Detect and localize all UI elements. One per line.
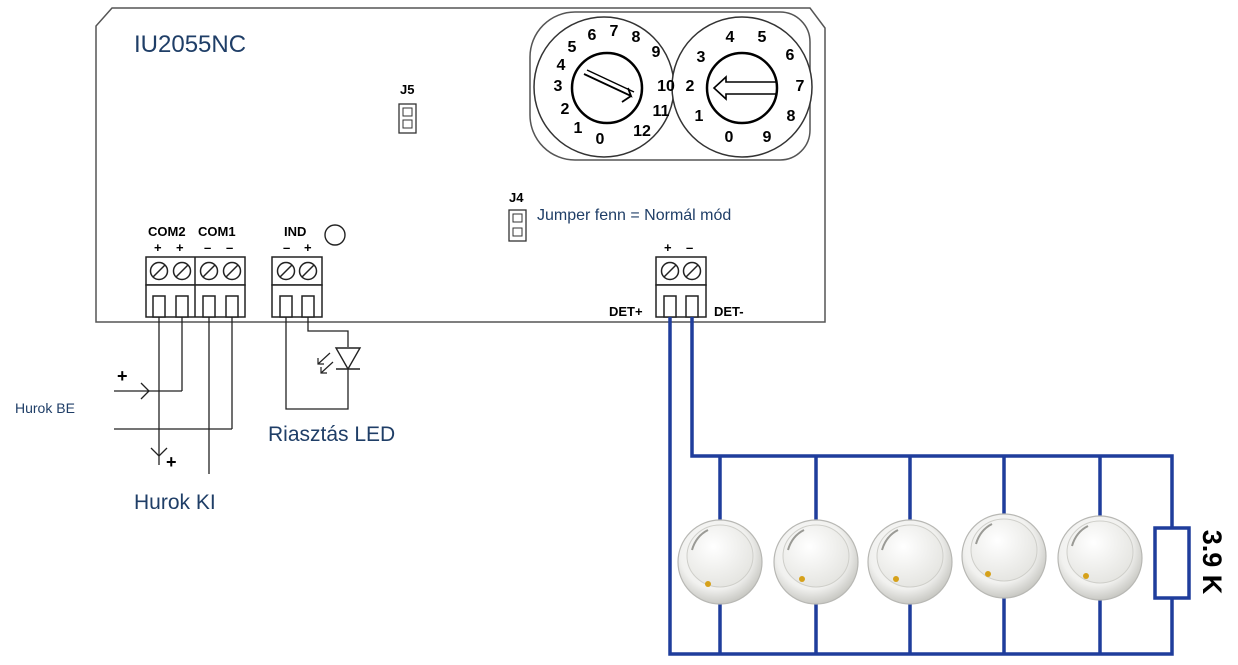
dial-right-num: 7: [796, 78, 805, 95]
jumper-j5[interactable]: [398, 103, 417, 134]
smoke-detector-icon: [1057, 515, 1143, 601]
resistor-value-label: 3.9 K: [1197, 530, 1227, 595]
smoke-detectors: [677, 513, 1143, 605]
dial-right-num: 4: [726, 29, 735, 46]
polarity-sign: –: [226, 240, 233, 255]
dial-left-num: 4: [557, 57, 566, 74]
smoke-detector-icon: [961, 513, 1047, 599]
loop-in-label: Hurok BE: [15, 400, 75, 416]
dial-left-num: 2: [561, 101, 570, 118]
loop-in-plus-sign: +: [117, 366, 128, 386]
terminal-block-ind[interactable]: [271, 256, 323, 318]
led-wiring: [285, 317, 349, 410]
dial-right-num: 9: [763, 129, 772, 146]
loop-wiring: [114, 317, 233, 474]
alarm-led-label: Riasztás LED: [268, 423, 395, 446]
polarity-sign: +: [304, 240, 312, 255]
terminal-det-plus-label: DET+: [609, 304, 643, 319]
detector-loop-wiring: [668, 317, 1174, 656]
dial-right-num: 8: [787, 108, 796, 125]
jumper-mode-note: Jumper fenn = Normál mód: [537, 207, 731, 224]
jumper-j4[interactable]: [508, 209, 527, 242]
eol-resistor: [1153, 526, 1191, 600]
terminal-det-minus-label: DET-: [714, 304, 744, 319]
terminal-ind-label: IND: [284, 224, 306, 239]
terminal-com1-label: COM1: [198, 224, 236, 239]
terminal-com2-label: COM2: [148, 224, 186, 239]
dial-left-num: 10: [657, 78, 675, 95]
smoke-detector-icon: [867, 519, 953, 605]
smoke-detector-icon: [677, 519, 763, 605]
dial-right-num: 3: [697, 49, 706, 66]
polarity-sign: +: [154, 240, 162, 255]
device-model-title: IU2055NC: [134, 31, 246, 58]
polarity-sign: –: [204, 240, 211, 255]
dial-left-num: 6: [588, 27, 597, 44]
dial-left-num: 11: [653, 103, 670, 120]
dial-left-num: 12: [633, 123, 651, 140]
indicator-led-hole: [324, 224, 346, 246]
polarity-sign: –: [686, 240, 693, 255]
dial-left-num: 9: [652, 44, 661, 61]
led-diode-icon: [317, 347, 362, 374]
smoke-detector-icon: [773, 519, 859, 605]
jumper-j4-label: J4: [509, 190, 524, 205]
dial-right-num: 1: [695, 108, 704, 125]
terminal-block-com[interactable]: [145, 256, 246, 318]
dial-right-num: 5: [758, 29, 767, 46]
dial-right-num: 6: [786, 47, 795, 64]
jumper-j5-label: J5: [400, 82, 414, 97]
rotary-dial-left[interactable]: [570, 51, 644, 125]
rotary-dial-right[interactable]: [705, 51, 779, 125]
loop-out-label: Hurok KI: [134, 491, 216, 514]
loop-out-plus-sign: +: [166, 452, 177, 472]
polarity-sign: +: [664, 240, 672, 255]
dial-left-num: 3: [554, 78, 563, 95]
dial-right-num: 0: [725, 129, 734, 146]
dial-left-num: 1: [574, 120, 583, 137]
dial-left-num: 8: [632, 29, 641, 46]
polarity-sign: –: [283, 240, 290, 255]
dial-left-num: 5: [568, 39, 577, 56]
dial-left-num: 7: [610, 23, 619, 40]
polarity-sign: +: [176, 240, 184, 255]
terminal-block-det[interactable]: [655, 256, 707, 318]
dial-left-num: 0: [596, 131, 605, 148]
dial-right-num: 2: [686, 78, 695, 95]
